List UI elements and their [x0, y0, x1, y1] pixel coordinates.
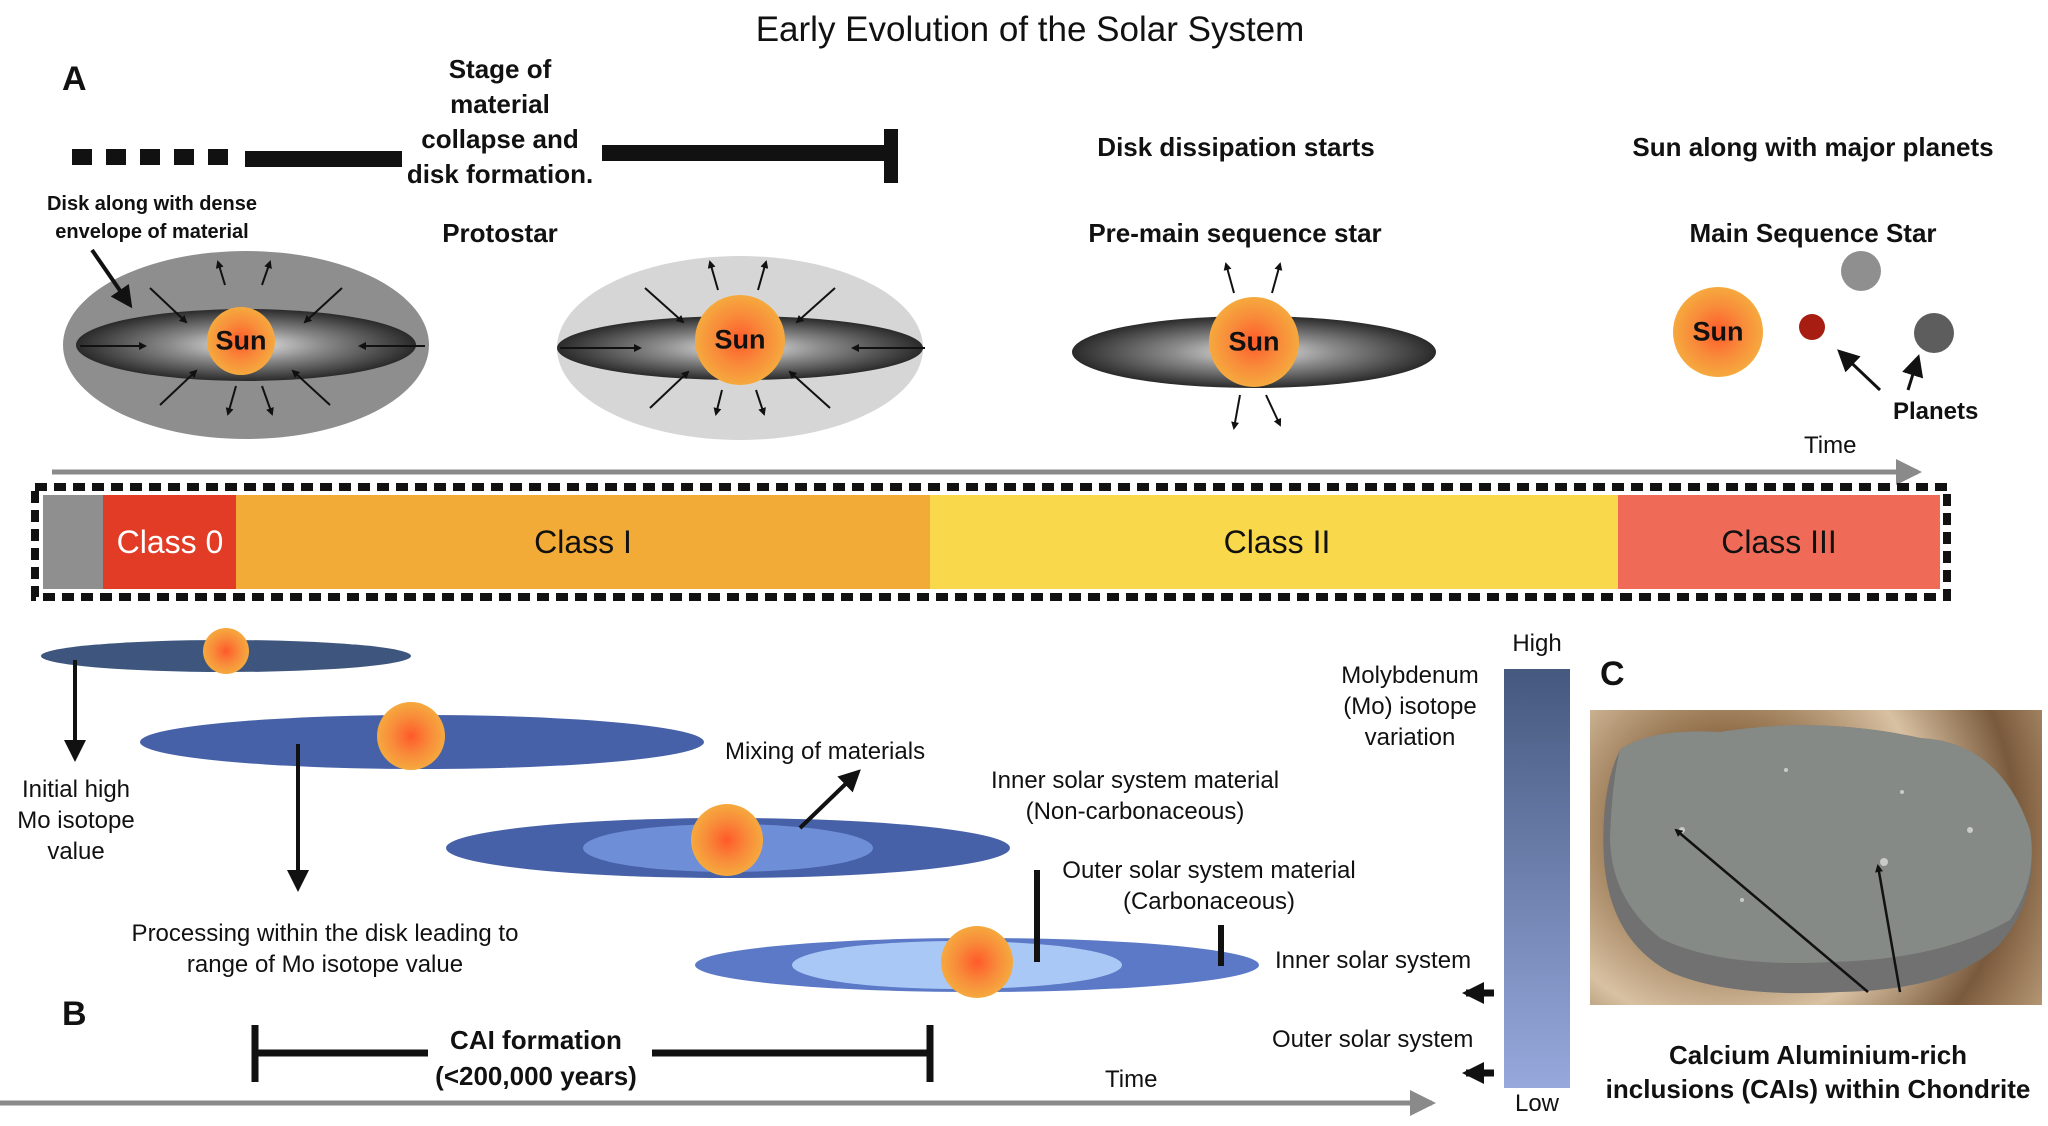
mo-disk-4 — [695, 870, 1259, 998]
mo-low-label: Low — [1514, 1090, 1560, 1117]
protostar-label: Protostar — [442, 218, 558, 248]
stage-of-material-label: Stage of material collapse and disk form… — [406, 54, 594, 189]
time-label-top: Time — [1804, 432, 1857, 459]
outer-material-label: Outer solar system material (Carbonaceou… — [1062, 857, 1356, 915]
page-title: Early Evolution of the Solar System — [755, 10, 1305, 49]
mo-variation-label: Molybdenum (Mo) isotope variation — [1341, 662, 1479, 751]
cai-caption: Calcium Aluminium-rich inclusions (CAIs)… — [1605, 1040, 2031, 1104]
mo-disk-1 — [41, 628, 411, 674]
sun-planets-label: Sun along with major planets — [1632, 132, 1994, 162]
mixing-label: Mixing of materials — [725, 738, 926, 765]
time-label-bottom: Time — [1105, 1066, 1158, 1093]
mo-disk-2 — [140, 702, 704, 770]
pre-main-sequence-diagram — [1072, 262, 1436, 430]
panel-label-b: B — [62, 995, 87, 1033]
sun-label-1: Sun — [215, 325, 267, 356]
class-2-label: Class II — [1223, 524, 1331, 560]
sun-3 — [1209, 297, 1299, 387]
class-2-block — [930, 495, 1618, 589]
stage-timeline-bar — [72, 129, 898, 183]
pre-main-sequence-label: Pre-main sequence star — [1088, 218, 1382, 248]
class-1-label: Class I — [534, 524, 632, 560]
class-1-block — [236, 495, 930, 589]
sun-label-2: Sun — [714, 324, 766, 355]
sun-label-4: Sun — [1692, 316, 1744, 347]
sun-1 — [207, 307, 275, 375]
class-band — [31, 483, 1951, 601]
planet-gray — [1841, 251, 1881, 291]
mo-high-label: High — [1512, 630, 1562, 657]
disk-dissipation-label: Disk dissipation starts — [1097, 132, 1375, 162]
protostar-diagram — [557, 256, 925, 440]
processing-label: Processing within the disk leading to ra… — [131, 920, 519, 978]
class-3-label: Class III — [1721, 524, 1837, 560]
sun-label-3: Sun — [1228, 326, 1280, 357]
inner-system-label: Inner solar system — [1275, 947, 1472, 974]
class-0-label: Class 0 — [116, 524, 224, 560]
planets-label: Planets — [1893, 398, 1979, 425]
sun-2 — [695, 295, 785, 385]
panel-label-c: C — [1600, 655, 1625, 693]
inner-material-label: Inner solar system material (Non-carbona… — [990, 767, 1280, 825]
protostar-envelope-diagram — [63, 248, 429, 439]
sun-4 — [1673, 287, 1763, 377]
disk-envelope-label: Disk along with dense envelope of materi… — [46, 193, 258, 243]
main-sequence-label: Main Sequence Star — [1689, 218, 1937, 248]
cai-formation-bracket — [251, 1025, 934, 1082]
initial-mo-label: Initial high Mo isotope value — [17, 776, 135, 865]
class-3-block — [1618, 495, 1940, 589]
class-0-block — [103, 495, 236, 589]
mo-isotope-bar — [1504, 669, 1570, 1088]
cai-formation-label: CAI formation (<200,000 years) — [435, 1025, 637, 1091]
class-gray-block — [43, 495, 103, 589]
outer-system-label: Outer solar system — [1272, 1026, 1474, 1053]
chondrite-photo — [1590, 710, 2042, 1005]
planet-dark — [1914, 313, 1954, 353]
main-sequence-diagram — [1673, 251, 1954, 392]
mo-disk-3 — [446, 804, 1010, 878]
planet-red — [1799, 314, 1825, 340]
panel-label-a: A — [62, 60, 87, 98]
